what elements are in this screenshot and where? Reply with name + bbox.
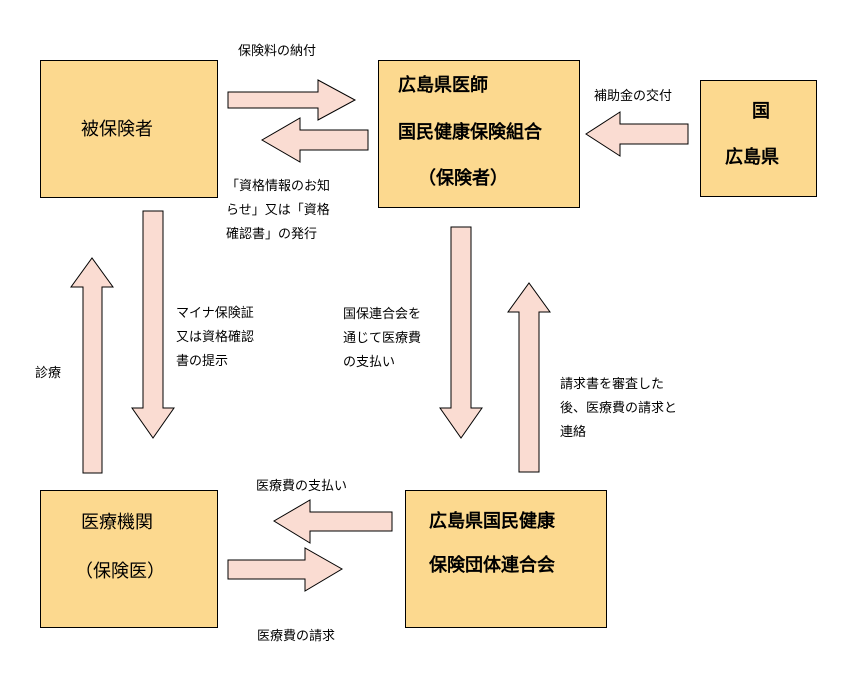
- node-medical: 医療機関 （保険医）: [40, 490, 218, 628]
- edge-label-review-claim: 請求書を審査した 後、医療費の請求と 連絡: [560, 377, 678, 440]
- edge-label-present-card: マイナ保険証 又は資格確認 書の提示: [176, 306, 255, 369]
- node-insurer-line1: 広島県医師: [398, 75, 488, 96]
- node-insurer-line3: （保険者）: [418, 168, 508, 189]
- edge-label-premium: 保険料の納付: [238, 44, 317, 59]
- edge-label-treatment: 診療: [35, 366, 62, 381]
- edge-label-qualification: 「資格情報のお知 らせ」又は「資格 確認書」の発行: [226, 179, 331, 242]
- node-insurer: 広島県医師 国民健康保険組合 （保険者）: [378, 60, 580, 208]
- arrow-treatment: [70, 257, 114, 474]
- node-insurer-line2: 国民健康保険組合: [398, 122, 542, 143]
- arrow-premium: [227, 79, 357, 121]
- edge-label-claim-medical: 医療費の請求: [257, 629, 336, 644]
- arrow-claim-medical: [227, 547, 343, 592]
- arrow-pay-medical: [273, 499, 393, 544]
- arrow-present-card: [131, 210, 175, 439]
- edge-label-pay-medical: 医療費の支払い: [256, 479, 348, 494]
- node-federation-line1: 広島県国民健康: [429, 511, 555, 532]
- node-gov-line2: 広島県: [725, 147, 779, 168]
- node-insured: 被保険者: [40, 60, 218, 198]
- edge-label-subsidy: 補助金の交付: [594, 89, 673, 104]
- arrow-qualification: [261, 117, 369, 163]
- node-medical-line1: 医療機関: [81, 512, 153, 533]
- arrow-payment-via-federation: [439, 226, 483, 439]
- node-gov: 国 広島県: [700, 80, 817, 197]
- arrow-review-claim: [507, 282, 551, 473]
- node-federation: 広島県国民健康 保険団体連合会: [405, 490, 607, 628]
- node-medical-line2: （保険医）: [75, 561, 165, 582]
- arrow-subsidy: [585, 111, 689, 157]
- node-gov-line1: 国: [752, 101, 770, 122]
- node-insured-label: 被保険者: [81, 119, 153, 140]
- edge-label-payment-via-federation: 国保連合会を 通じて医療費 の支払い: [343, 307, 422, 370]
- node-federation-line2: 保険団体連合会: [429, 555, 555, 576]
